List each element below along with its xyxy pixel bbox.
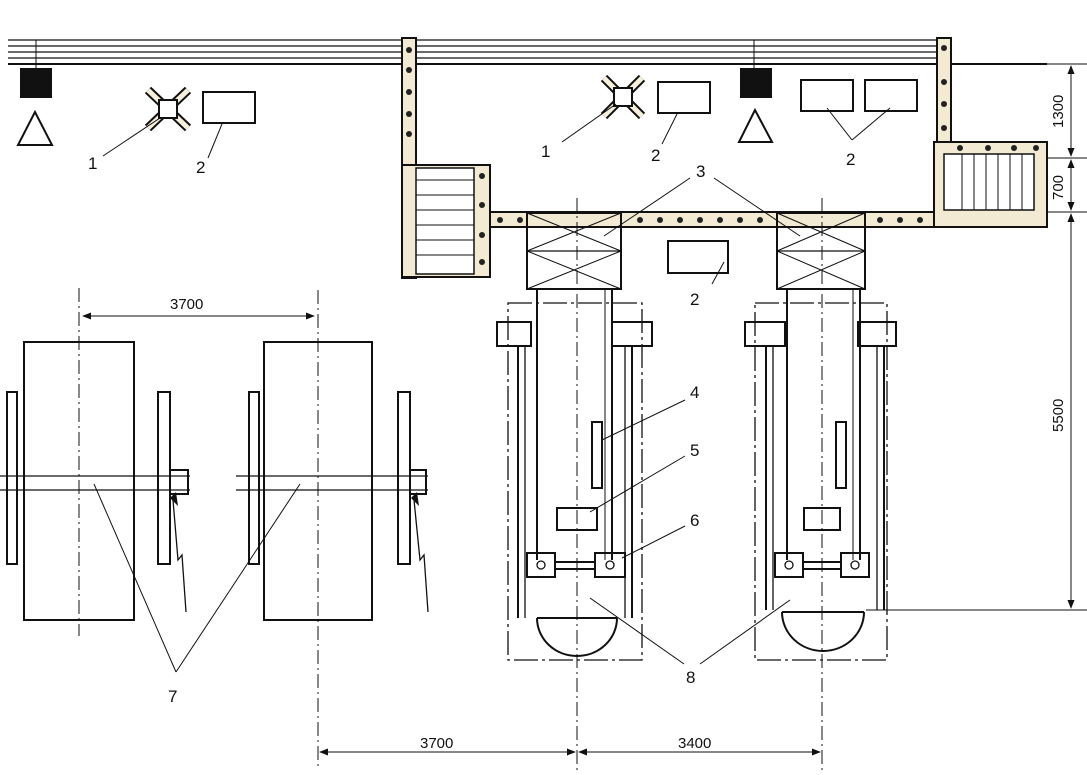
callout-3: 3 — [696, 162, 705, 181]
hopper-right — [776, 212, 866, 290]
callout-1-left: 1 — [88, 154, 97, 173]
left-callout-leaders — [102, 117, 223, 159]
dim-3400: 3400 — [678, 735, 711, 752]
right-cabinet-boxes — [657, 79, 918, 274]
left-staircase — [401, 164, 491, 278]
conveyor-callout-leaders — [589, 399, 791, 665]
left-cabinet-box — [202, 91, 256, 124]
conveyor-right — [744, 290, 897, 661]
centre-lines — [78, 198, 823, 772]
callout-2-right-pair: 2 — [846, 150, 855, 169]
conveyor-left — [496, 290, 653, 661]
callout-5: 5 — [690, 441, 699, 460]
drum-unit-right — [236, 341, 429, 621]
callout-2-right: 2 — [651, 146, 660, 165]
callout-7: 7 — [168, 687, 177, 706]
right-callout-leaders — [561, 103, 891, 285]
right-staircase — [933, 141, 1048, 228]
right-ventilator-icon — [600, 74, 646, 120]
right-switch-block — [737, 68, 774, 143]
callout-8: 8 — [686, 668, 695, 687]
dim-1300: 1300 — [1050, 95, 1067, 128]
drum-unit-left — [0, 341, 190, 621]
hopper-left — [526, 212, 622, 290]
callout-2-center: 2 — [690, 290, 699, 309]
callout-2-left: 2 — [196, 158, 205, 177]
dim-700: 700 — [1050, 175, 1067, 200]
dimension-lines — [82, 63, 1087, 756]
dim-3700-top: 3700 — [170, 296, 203, 313]
overhead-rail-lines — [8, 39, 952, 70]
left-switch-block — [16, 68, 54, 146]
dim-5500: 5500 — [1050, 399, 1067, 432]
callout-6: 6 — [690, 511, 699, 530]
dim-3700-bottom: 3700 — [420, 735, 453, 752]
callout-1-right: 1 — [541, 142, 550, 161]
callout-4: 4 — [690, 383, 699, 402]
drum-callout-leaders — [93, 483, 301, 673]
